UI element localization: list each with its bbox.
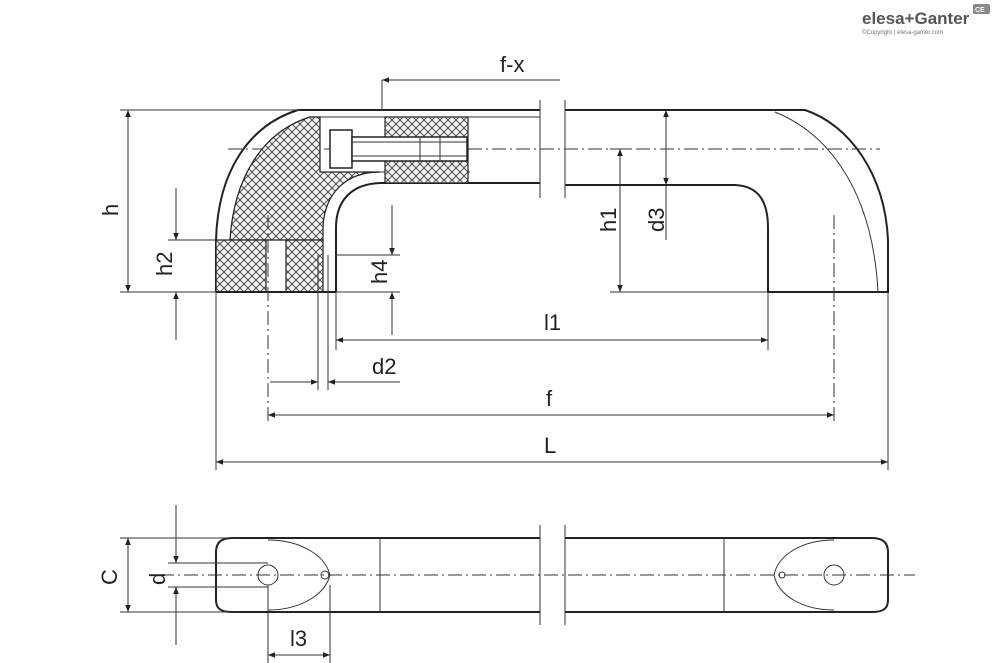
ce-badge: [973, 4, 990, 14]
plan-left-cap: [267, 539, 331, 611]
dim-d2-label: d2: [372, 354, 396, 379]
dim-d-label: d: [145, 573, 170, 585]
dim-f-label: f: [546, 386, 553, 411]
dim-d3-label: d3: [644, 208, 669, 232]
plan-right-pin: [778, 571, 786, 579]
dim-C-label: C: [97, 569, 122, 585]
plan-view: C d l3: [97, 505, 915, 663]
dim-fx-label: f-x: [500, 52, 524, 77]
handle-left-outer-shell: [215, 109, 540, 292]
handle-right-outer: [565, 109, 889, 293]
brand-copyright: ©Copyright | elesa-ganter.com: [862, 29, 943, 36]
plan-right-hole: [823, 564, 845, 586]
plan-left-pin: [320, 570, 330, 580]
hatched-section-upper: [229, 116, 381, 241]
dim-h1-label: h1: [596, 208, 621, 232]
hatched-section-foot-right: [285, 239, 324, 293]
ce-badge-label: CE: [975, 7, 985, 14]
hatched-section-foot-left: [215, 239, 267, 293]
dim-L-label: L: [544, 433, 556, 458]
handle-right-inner-line: [774, 111, 879, 293]
dim-l1-label: l1: [544, 310, 561, 335]
dim-h2-label: h2: [152, 252, 177, 276]
side-view: f-x h h2 h4 h1 d3 l1 d2 f L: [98, 52, 889, 470]
dim-h4-label: h4: [367, 260, 392, 284]
plan-right-body: [565, 537, 889, 613]
plan-right-cap: [773, 539, 835, 611]
screw: [329, 129, 468, 169]
dim-l3-label: l3: [290, 626, 307, 651]
handle-left-inner-curve: [335, 182, 540, 292]
plan-left-body: [215, 537, 540, 613]
brand-name: elesa+Ganter: [862, 9, 970, 28]
dim-h-label: h: [98, 204, 123, 216]
brand-logo: elesa+Ganter ©Copyright | elesa-ganter.c…: [862, 4, 990, 36]
